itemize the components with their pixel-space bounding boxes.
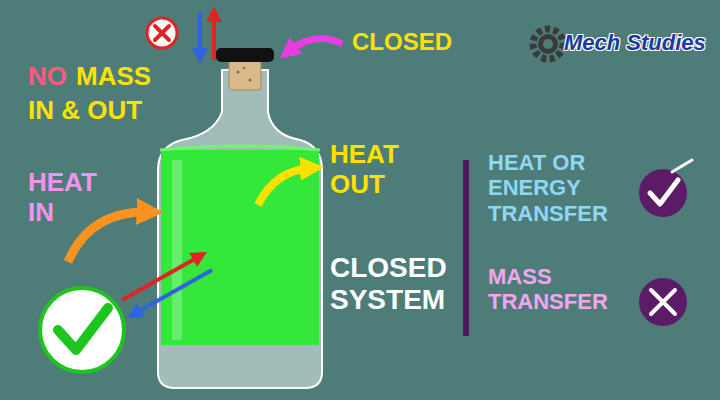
closed-system-label: CLOSED SYSTEM xyxy=(330,252,447,315)
mass-transfer-label-box: MASS TRANSFER xyxy=(488,264,628,315)
mass-label-box: MASS xyxy=(76,62,166,92)
no-badge xyxy=(639,278,687,326)
no-label: NO xyxy=(28,61,67,91)
check-symbol xyxy=(40,256,212,372)
no-label-box: NO xyxy=(28,62,78,92)
energy-transfer-label: HEAT OR ENERGY TRANSFER xyxy=(488,150,608,226)
yes-badge xyxy=(639,160,692,217)
heat-in-label: HEAT IN xyxy=(28,167,97,227)
no-mass-symbol xyxy=(147,12,214,60)
closed-arrow xyxy=(288,39,342,52)
in-out-label-box: IN & OUT xyxy=(28,96,168,126)
energy-transfer-label-box: HEAT OR ENERGY TRANSFER xyxy=(488,150,638,226)
heat-in-arrow xyxy=(68,212,150,262)
mass-label: MASS xyxy=(76,61,151,91)
heat-in-label-box: HEAT IN xyxy=(28,168,118,228)
logo-text: Mech Studies xyxy=(564,30,706,55)
in-out-label: IN & OUT xyxy=(28,95,142,125)
closed-label: CLOSED xyxy=(352,28,452,55)
heat-out-label: HEAT OUT xyxy=(330,139,399,199)
heat-out-arrow xyxy=(258,168,312,205)
divider-bar xyxy=(463,160,469,336)
heat-out-label-box: HEAT OUT xyxy=(330,140,440,200)
mass-transfer-label: MASS TRANSFER xyxy=(488,264,608,314)
closed-label-box: CLOSED xyxy=(352,28,492,56)
bottle xyxy=(158,48,322,388)
logo-text-box: Mech Studies xyxy=(564,30,714,55)
closed-system-label-box: CLOSED SYSTEM xyxy=(330,252,460,316)
logo-gear xyxy=(533,29,563,59)
